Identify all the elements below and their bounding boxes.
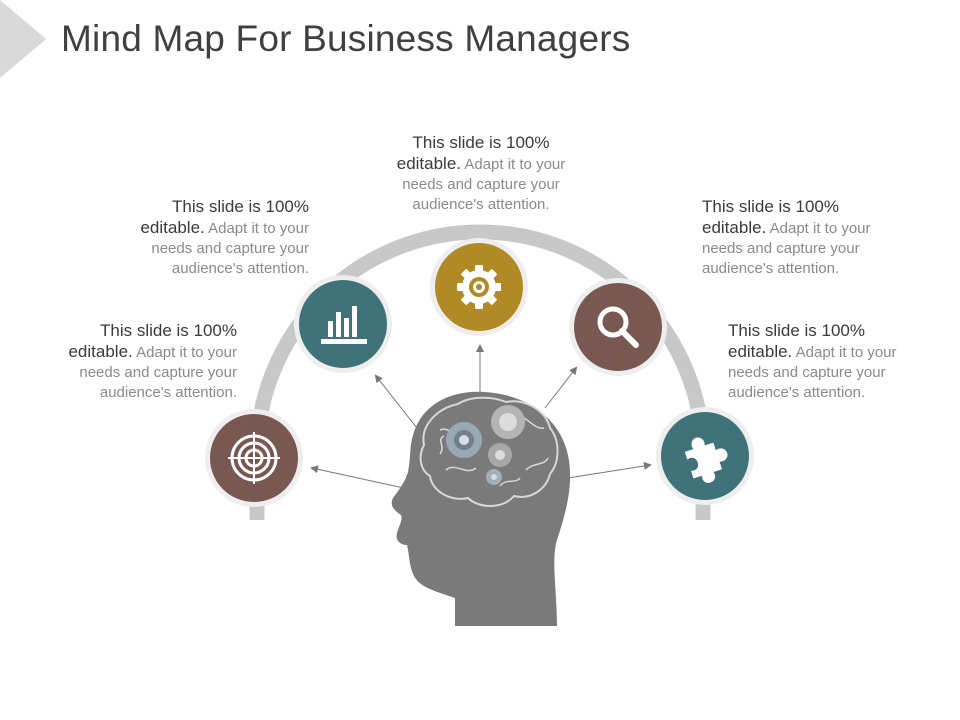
puzzle-icon <box>684 437 728 483</box>
node-2-heading-cont: editable. <box>140 218 205 237</box>
head-silhouette <box>391 391 571 626</box>
node-1-text: This slide is 100% editable. Adapt it to… <box>40 321 237 403</box>
brain-gears-icon <box>446 405 525 485</box>
page-title: Mind Map For Business Managers <box>61 18 631 59</box>
node-3 <box>430 238 528 336</box>
node-5 <box>656 407 754 505</box>
node-3-text: This slide is 100% editable. Adapt it to… <box>370 133 592 215</box>
arrow-to-node-2 <box>374 374 421 433</box>
node-2 <box>294 275 392 373</box>
node-4-body-3: audience's attention. <box>702 260 840 277</box>
node-2-body-3: audience's attention. <box>171 260 309 277</box>
target-icon <box>228 432 280 484</box>
node-4 <box>569 278 667 376</box>
node-3-body-2: needs and capture your <box>402 176 560 193</box>
node-4-heading: This slide is 100% <box>702 197 840 216</box>
node-4-body-1: Adapt it to your <box>769 220 871 237</box>
bar-chart-icon <box>321 306 367 344</box>
node-5-body-1: Adapt it to your <box>795 344 897 361</box>
arrow-to-node-5 <box>567 461 652 479</box>
node-1-body-1: Adapt it to your <box>136 344 237 361</box>
connector-arc <box>249 224 711 520</box>
node-5-heading: This slide is 100% <box>728 321 866 340</box>
arrows <box>310 344 652 489</box>
node-4-text: This slide is 100% editable. Adapt it to… <box>702 197 902 279</box>
node-5-body-3: audience's attention. <box>728 384 866 401</box>
arrow-to-node-1 <box>310 465 405 489</box>
node-3-body-3: audience's attention. <box>412 196 550 213</box>
node-5-text: This slide is 100% editable. Adapt it to… <box>728 321 928 403</box>
node-4-body-2: needs and capture your <box>702 240 860 257</box>
node-3-body-1: Adapt it to your <box>464 156 566 173</box>
node-2-body-1: Adapt it to your <box>208 220 309 237</box>
node-4-heading-cont: editable. <box>702 218 767 237</box>
node-1-heading: This slide is 100% <box>99 321 237 340</box>
node-5-heading-cont: editable. <box>728 342 793 361</box>
node-2-text: This slide is 100% editable. Adapt it to… <box>110 197 309 279</box>
node-2-heading: This slide is 100% <box>171 197 309 216</box>
node-2-body-2: needs and capture your <box>151 240 309 257</box>
node-1-body-3: audience's attention. <box>99 384 237 401</box>
magnifier-icon <box>597 306 639 348</box>
corner-triangle-decoration <box>0 0 46 78</box>
node-3-heading-cont: editable. <box>396 154 462 173</box>
arrow-to-node-4 <box>544 366 578 409</box>
node-3-heading: This slide is 100% <box>412 133 550 152</box>
node-1-body-2: needs and capture your <box>79 364 237 381</box>
node-1 <box>205 409 303 507</box>
gear-icon <box>457 265 501 309</box>
node-1-heading-cont: editable. <box>68 342 133 361</box>
node-5-body-2: needs and capture your <box>728 364 886 381</box>
